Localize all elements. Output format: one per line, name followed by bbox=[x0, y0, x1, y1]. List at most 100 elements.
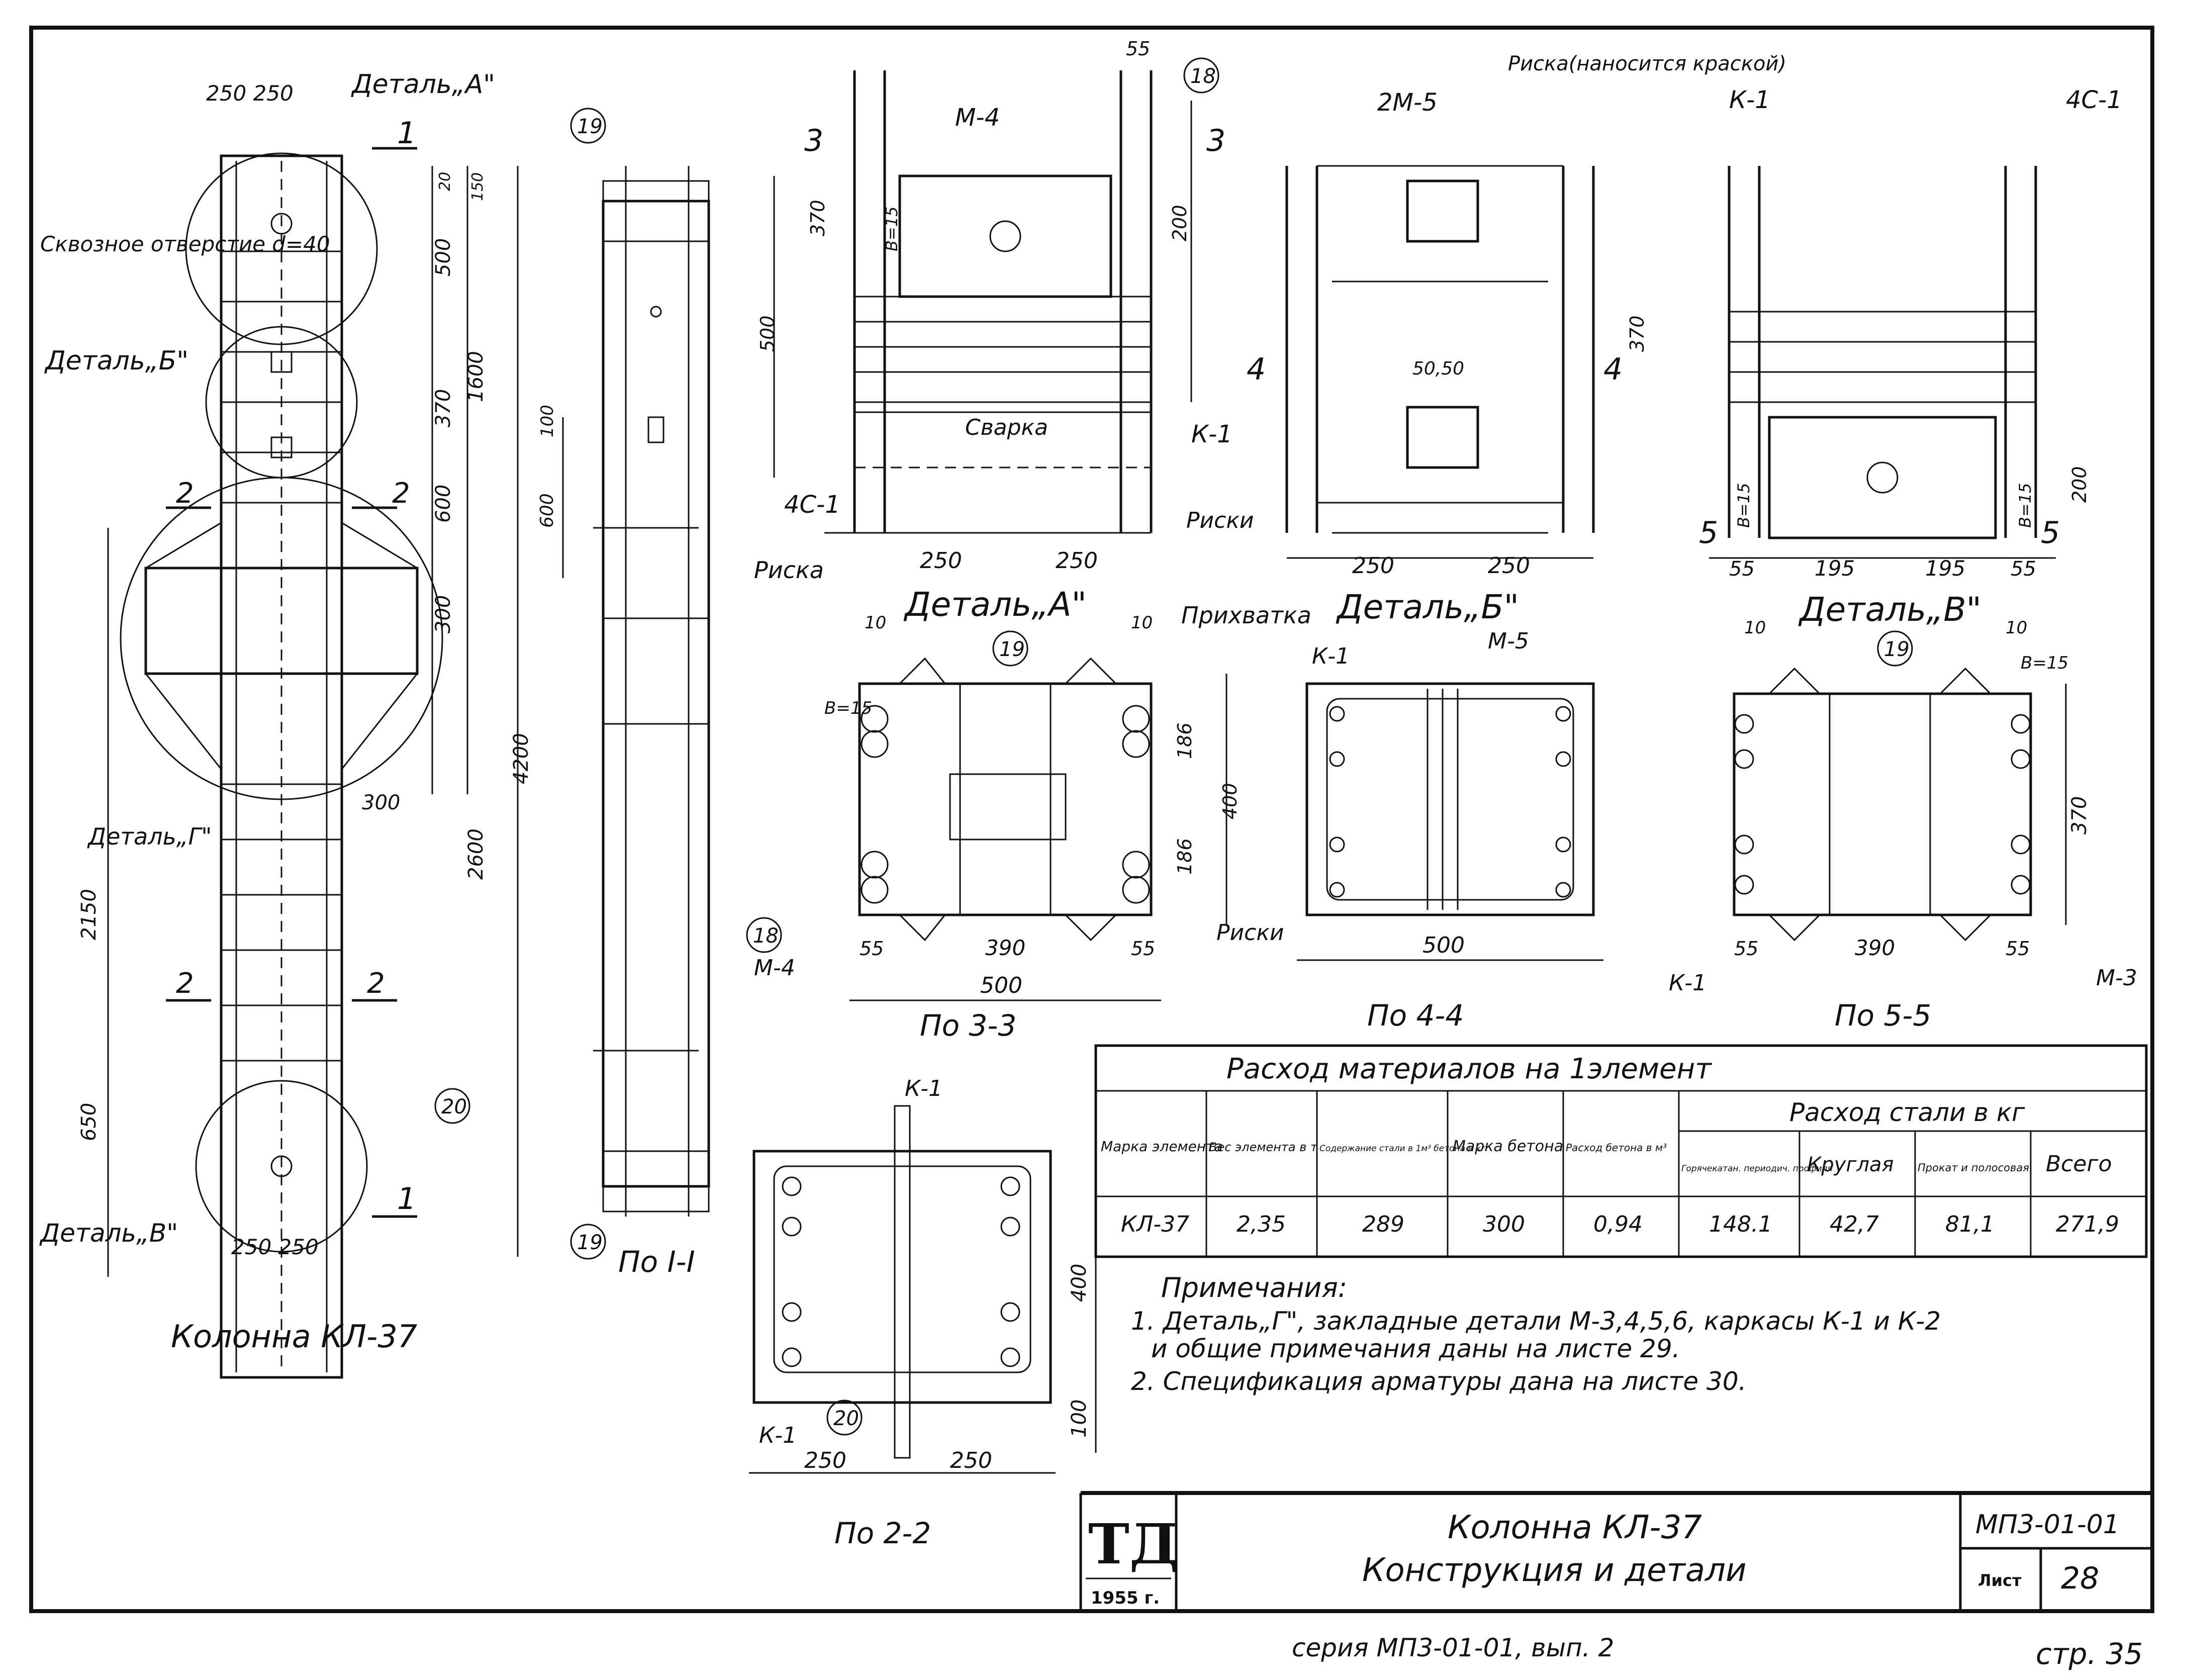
section-4-4-label-m5: М-5 bbox=[1488, 628, 1529, 654]
detail-b-section-mark-left: 4 bbox=[1247, 352, 1266, 387]
detail-a-drawing bbox=[773, 70, 1192, 534]
column-dim-650: 650 bbox=[77, 1103, 101, 1141]
table-header-round: Круглая bbox=[1807, 1153, 1894, 1176]
section-mark-1-bottom: 1 bbox=[397, 1181, 416, 1217]
section-2-2-dim-250-left: 250 bbox=[804, 1448, 846, 1473]
detail-b-section-mark-right: 4 bbox=[1603, 352, 1623, 387]
table-header-hot-rolled: Горячекатан. периодич. профиля bbox=[1681, 1164, 1833, 1174]
title-block-title-1: Колонна КЛ-37 bbox=[1448, 1509, 1702, 1546]
detail-a-section-mark-left: 3 bbox=[804, 123, 823, 158]
section-4-4-label-k1: К-1 bbox=[1312, 643, 1350, 669]
detail-v-label-b15-left: B=15 bbox=[1734, 483, 1753, 528]
detail-a-label-k1: К-1 bbox=[1191, 420, 1232, 448]
section-3-3-title: По 3-3 bbox=[920, 1008, 1016, 1043]
detail-a-dim-500: 500 bbox=[756, 315, 779, 352]
column-elevation bbox=[107, 147, 519, 1379]
detail-a-label-m4: М-4 bbox=[955, 104, 1000, 132]
title-block-sheet-label: Лист bbox=[1978, 1571, 2022, 1590]
detail-v-pointer-label: Деталь„В" bbox=[39, 1219, 178, 1248]
detail-b-label-riski: Риски bbox=[1186, 508, 1254, 533]
detail-v-dim-55-right: 55 bbox=[2011, 557, 2036, 581]
column-dim-300b: 300 bbox=[362, 791, 400, 814]
detail-b-label-riska-paint: Риска(наносится краской) bbox=[1508, 52, 1786, 75]
detail-v-label-4c1: 4С-1 bbox=[2066, 86, 2122, 114]
section-5-5-dim-10-left: 10 bbox=[1744, 618, 1766, 638]
sheet-border bbox=[29, 26, 2154, 1613]
detail-b-dim-50-50: 50,50 bbox=[1412, 358, 1464, 379]
detail-b-dim-370: 370 bbox=[1626, 315, 1648, 352]
section-3-3-callout-19: 19 bbox=[999, 638, 1025, 661]
section-5-5-dim-370: 370 bbox=[2068, 796, 2091, 834]
detail-b-title: Деталь„Б" bbox=[1336, 588, 1519, 626]
detail-b-pointer-label: Деталь„Б" bbox=[44, 346, 188, 376]
detail-a-label-4c1: 4С-1 bbox=[784, 491, 840, 519]
table-header-steel-content: Содержание стали в 1м³ бетона в кг bbox=[1319, 1144, 1485, 1154]
table-header-weight: Вес элемента в т bbox=[1209, 1140, 1318, 1154]
table-title: Расход материалов на 1элемент bbox=[1226, 1053, 1712, 1085]
materials-table bbox=[1094, 1044, 2148, 1258]
section-3-3-label-prihvatka: Прихватка bbox=[1181, 602, 1311, 629]
table-cell-strip: 81,1 bbox=[1945, 1211, 1994, 1237]
view-1-1-dim-600: 600 bbox=[537, 493, 557, 528]
column-dim-4200: 4200 bbox=[510, 733, 533, 784]
column-top-dims: 250 250 bbox=[206, 81, 294, 106]
section-mark-2-bottom-right: 2 bbox=[367, 967, 385, 1000]
section-5-5-label-k1: К-1 bbox=[1669, 970, 1706, 996]
table-cell-hot-rolled: 148.1 bbox=[1709, 1211, 1772, 1237]
table-steel-group: Расход стали в кг bbox=[1789, 1098, 2025, 1127]
section-5-5-dim-390: 390 bbox=[1855, 936, 1895, 960]
column-dim-500: 500 bbox=[432, 238, 455, 276]
title-block-year: 1955 г. bbox=[1091, 1588, 1160, 1608]
view-1-1-title: По І-І bbox=[618, 1245, 695, 1279]
footer-page: стр. 35 bbox=[2036, 1637, 2143, 1671]
table-cell-steel-content: 289 bbox=[1362, 1211, 1404, 1237]
table-cell-concrete-grade: 300 bbox=[1483, 1211, 1525, 1237]
view-1-1-callout-20: 20 bbox=[441, 1095, 467, 1118]
section-5-5-drawing bbox=[1733, 630, 2067, 942]
detail-v-title: Деталь„В" bbox=[1798, 590, 1981, 629]
title-block-title-2: Конструкция и детали bbox=[1362, 1552, 1747, 1589]
section-3-3-dim-500: 500 bbox=[980, 973, 1022, 998]
title-block-sheet-no: 28 bbox=[2061, 1561, 2099, 1596]
column-title: Колонна КЛ-37 bbox=[171, 1318, 417, 1355]
section-3-3-dim-186-bottom: 186 bbox=[1174, 838, 1196, 875]
detail-a-dim-370: 370 bbox=[807, 200, 829, 236]
detail-v-label-b15-right: B=15 bbox=[2016, 483, 2035, 528]
table-cell-round: 42,7 bbox=[1830, 1211, 1879, 1237]
detail-g-pointer-label: Деталь„Г" bbox=[87, 823, 212, 850]
table-header-total: Всего bbox=[2046, 1151, 2112, 1177]
section-3-3-dim-10-right: 10 bbox=[1131, 613, 1153, 633]
detail-a-dim-55: 55 bbox=[1126, 38, 1150, 60]
column-dim-2150: 2150 bbox=[77, 889, 101, 940]
detail-v-section-mark-right: 5 bbox=[2041, 515, 2060, 550]
section-4-4-dim-500: 500 bbox=[1422, 932, 1465, 958]
view-1-1-dim-100: 100 bbox=[537, 405, 557, 437]
detail-a-dim-200: 200 bbox=[1169, 205, 1191, 241]
section-5-5-label-m3: М-3 bbox=[2096, 965, 2137, 991]
detail-v-dim-195-left: 195 bbox=[1815, 556, 1855, 581]
section-2-2-callout-20: 20 bbox=[833, 1407, 859, 1430]
section-4-4-label-riski: Риски bbox=[1216, 920, 1284, 946]
section-2-2-label-k1-top: К-1 bbox=[905, 1076, 942, 1101]
section-5-5-title: По 5-5 bbox=[1835, 998, 1931, 1033]
column-bottom-dims: 250 250 bbox=[231, 1235, 319, 1259]
section-2-2-drawing bbox=[749, 1105, 1097, 1474]
title-block-code: МП3-01-01 bbox=[1975, 1510, 2120, 1540]
table-cell-weight: 2,35 bbox=[1237, 1211, 1286, 1237]
detail-a-dim-250-left: 250 bbox=[920, 548, 962, 574]
title-block-logo: ТД bbox=[1088, 1512, 1179, 1576]
through-hole-label: Сквозное отверстие d=40 bbox=[40, 232, 330, 256]
detail-a-section-mark-right: 3 bbox=[1206, 123, 1225, 158]
detail-a-label-svarka: Сварка bbox=[965, 415, 1048, 440]
section-5-5-dim-55-left: 55 bbox=[1734, 938, 1758, 960]
detail-b-drawing bbox=[1285, 165, 1595, 559]
section-4-4-drawing bbox=[1297, 682, 1603, 961]
section-mark-2-bottom-left: 2 bbox=[176, 967, 194, 1000]
detail-v-section-mark-left: 5 bbox=[1699, 515, 1718, 550]
table-header-concrete-grade: Марка бетона bbox=[1453, 1138, 1563, 1155]
column-dim-600: 600 bbox=[432, 485, 455, 523]
detail-a-callout-circle bbox=[1183, 57, 1219, 94]
detail-v-dim-195-right: 195 bbox=[1925, 556, 1965, 581]
detail-v-dim-55-left: 55 bbox=[1729, 557, 1755, 581]
column-dim-1600: 1600 bbox=[464, 351, 488, 402]
